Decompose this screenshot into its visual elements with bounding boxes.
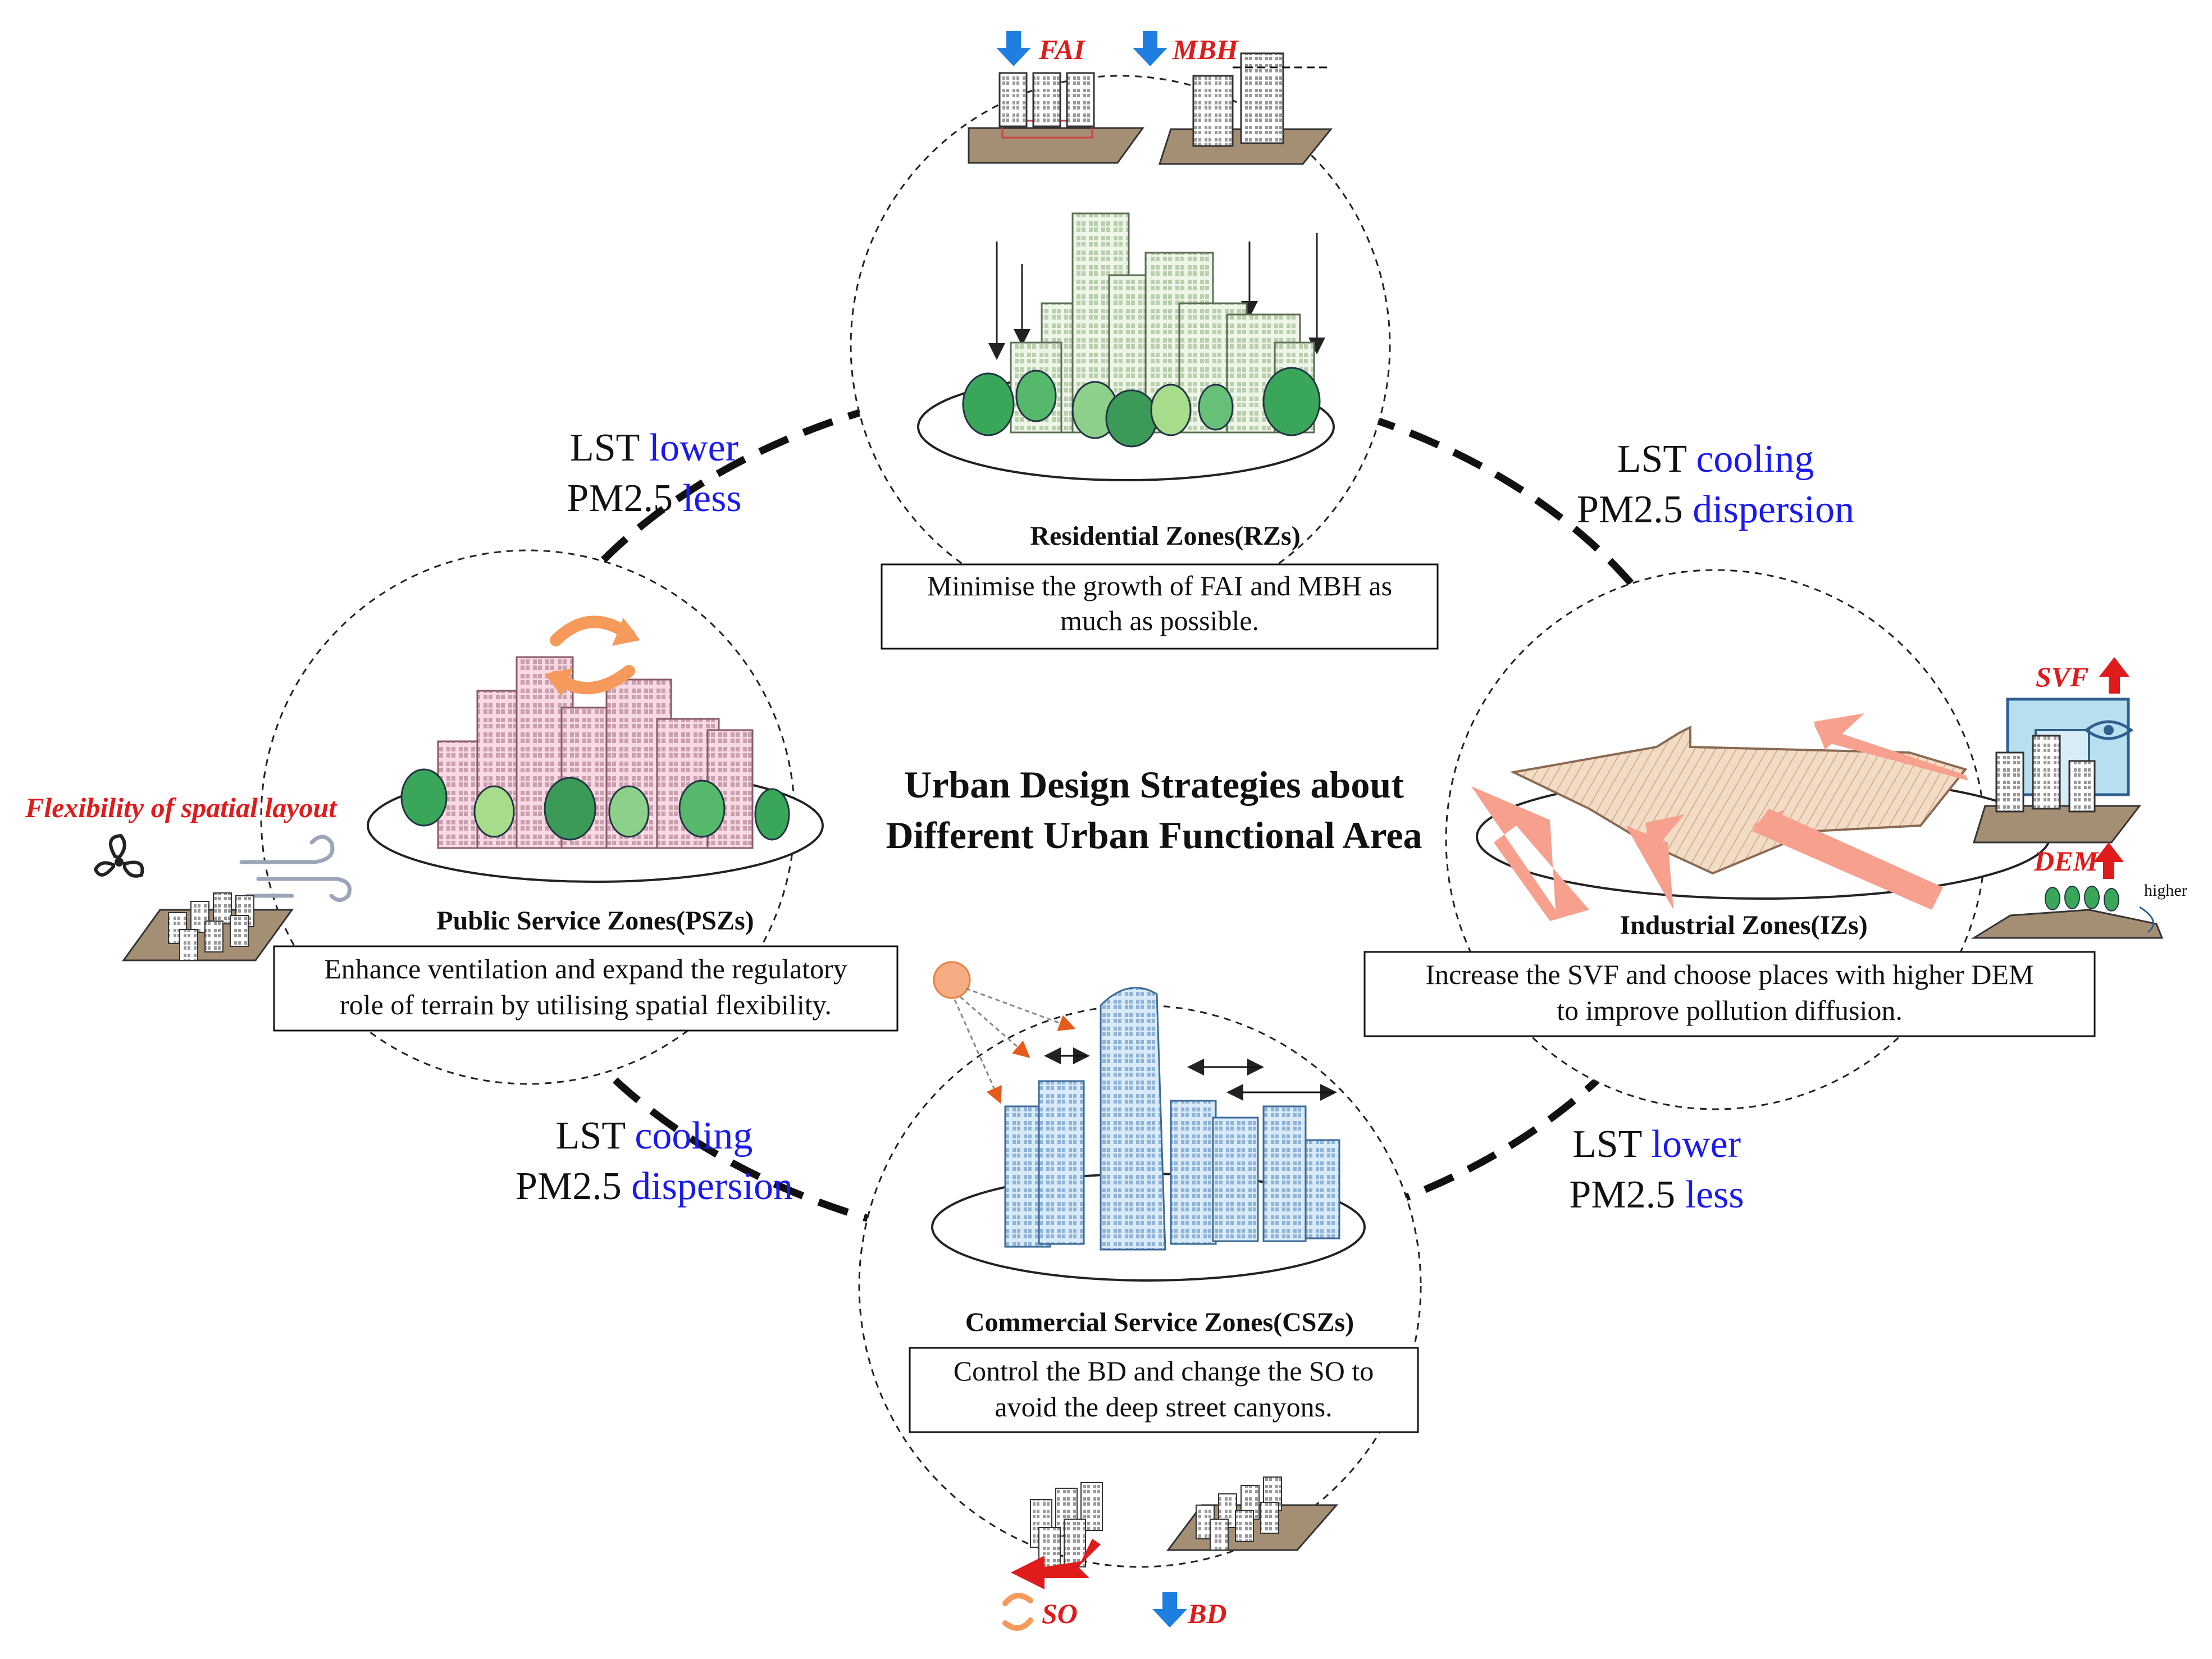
mbh-down-arrow-icon: [1133, 31, 1167, 66]
bd-down-arrow-icon: [1152, 1592, 1187, 1628]
svg-text:Increase the SVF and choose pl: Increase the SVF and choose places with …: [1425, 959, 2033, 990]
so-indicator: SO: [1002, 1482, 1103, 1631]
link-label-top-right: LST cooling PM2.5 dispersion: [1577, 437, 1854, 531]
residential-zone-name: Residential Zones(RZs): [1030, 521, 1300, 551]
residential-strategy-box: Minimise the growth of FAI and MBH as mu…: [881, 563, 1439, 650]
flexibility-block-icon: [122, 892, 294, 961]
svf-indicator: SVF: [1972, 657, 2142, 844]
public-service-zone: Flexibility of spatial layout Public Ser…: [25, 616, 899, 1032]
commercial-buildings: [1004, 987, 1340, 1251]
svg-text:much as possible.: much as possible.: [1060, 605, 1259, 636]
fai-down-arrow-icon: [996, 31, 1031, 66]
dem-label: DEM: [2033, 845, 2099, 877]
svg-text:LST lower: LST lower: [1572, 1123, 1741, 1166]
industrial-strategy-box: Increase the SVF and choose places with …: [1363, 951, 2096, 1037]
sun-icon: [933, 961, 971, 999]
so-red-arrow-icon: [1011, 1539, 1101, 1589]
eye-icon: [2083, 720, 2134, 740]
so-rotate-icon: [1002, 1593, 1033, 1631]
commercial-strategy-box: Control the BD and change the SO to avoi…: [909, 1347, 1419, 1433]
so-label: SO: [1042, 1598, 1078, 1629]
link-label-bottom-left: LST cooling PM2.5 dispersion: [516, 1114, 793, 1208]
mbh-label: MBH: [1172, 34, 1239, 65]
spacing-arrows: [1044, 1047, 1337, 1101]
dem-up-arrow-icon: [2094, 842, 2124, 879]
svg-text:LST lower: LST lower: [570, 426, 738, 470]
svg-text:Control the BD and change the: Control the BD and change the SO to: [954, 1355, 1374, 1387]
commercial-zone: Commercial Service Zones(CSZs) Control t…: [909, 961, 1419, 1631]
svg-text:avoid the deep street canyons.: avoid the deep street canyons.: [995, 1391, 1332, 1423]
bd-label: BD: [1187, 1598, 1226, 1629]
pollution-diffusion-arrows: [1471, 713, 1968, 921]
dem-terrain-label: higher: [2144, 881, 2187, 900]
mbh-indicator: MBH: [1133, 31, 1333, 165]
industrial-zone-name: Industrial Zones(IZs): [1620, 910, 1867, 940]
link-label-bottom-right: LST lower PM2.5 less: [1569, 1123, 1744, 1216]
public-trees: [400, 768, 790, 841]
svg-text:PM2.5 less: PM2.5 less: [567, 477, 741, 520]
residential-zone: FAI MBH: [881, 31, 1439, 650]
bd-indicator: BD: [1152, 1476, 1339, 1629]
svg-text:PM2.5 dispersion: PM2.5 dispersion: [1577, 488, 1854, 531]
fai-label: FAI: [1038, 34, 1086, 65]
svg-text:LST cooling: LST cooling: [556, 1114, 753, 1157]
wind-icon: [239, 835, 352, 902]
fan-icon: [93, 833, 144, 878]
svf-up-arrow-icon: [2099, 657, 2129, 694]
residential-trees: [962, 367, 1321, 448]
svg-text:to improve pollution diffusion: to improve pollution diffusion.: [1557, 995, 1903, 1026]
flexibility-label: Flexibility of spatial layout: [25, 792, 337, 823]
svg-text:Minimise the growth of FAI and: Minimise the growth of FAI and MBH as: [927, 570, 1392, 601]
svg-text:PM2.5 less: PM2.5 less: [1569, 1173, 1744, 1216]
dem-indicator: DEM higher: [1971, 842, 2187, 939]
svg-text:role of terrain by utilising s: role of terrain by utilising spatial fle…: [340, 989, 832, 1020]
title-line2: Different Urban Functional Area: [886, 814, 1422, 856]
industrial-zone: SVF DEM higher Industrial Zones(IZs) Inc…: [1363, 657, 2187, 1037]
sun-ray-lines: [954, 987, 1076, 1104]
downward-pressure-arrows: [988, 233, 1325, 360]
commercial-zone-name: Commercial Service Zones(CSZs): [965, 1307, 1354, 1337]
title-line1: Urban Design Strategies about: [904, 763, 1404, 806]
rotate-arrows-icon: [545, 616, 640, 696]
fai-indicator: FAI: [968, 31, 1144, 164]
svg-text:LST cooling: LST cooling: [1617, 437, 1814, 481]
public-zone-name: Public Service Zones(PSZs): [436, 906, 754, 936]
link-label-top-left: LST lower PM2.5 less: [567, 426, 741, 520]
svf-label: SVF: [2036, 661, 2089, 692]
public-strategy-box: Enhance ventilation and expand the regul…: [273, 945, 899, 1032]
svg-text:PM2.5 dispersion: PM2.5 dispersion: [516, 1165, 793, 1208]
svg-text:Enhance ventilation and expand: Enhance ventilation and expand the regul…: [324, 953, 847, 985]
central-title: Urban Design Strategies about Different …: [886, 763, 1422, 856]
